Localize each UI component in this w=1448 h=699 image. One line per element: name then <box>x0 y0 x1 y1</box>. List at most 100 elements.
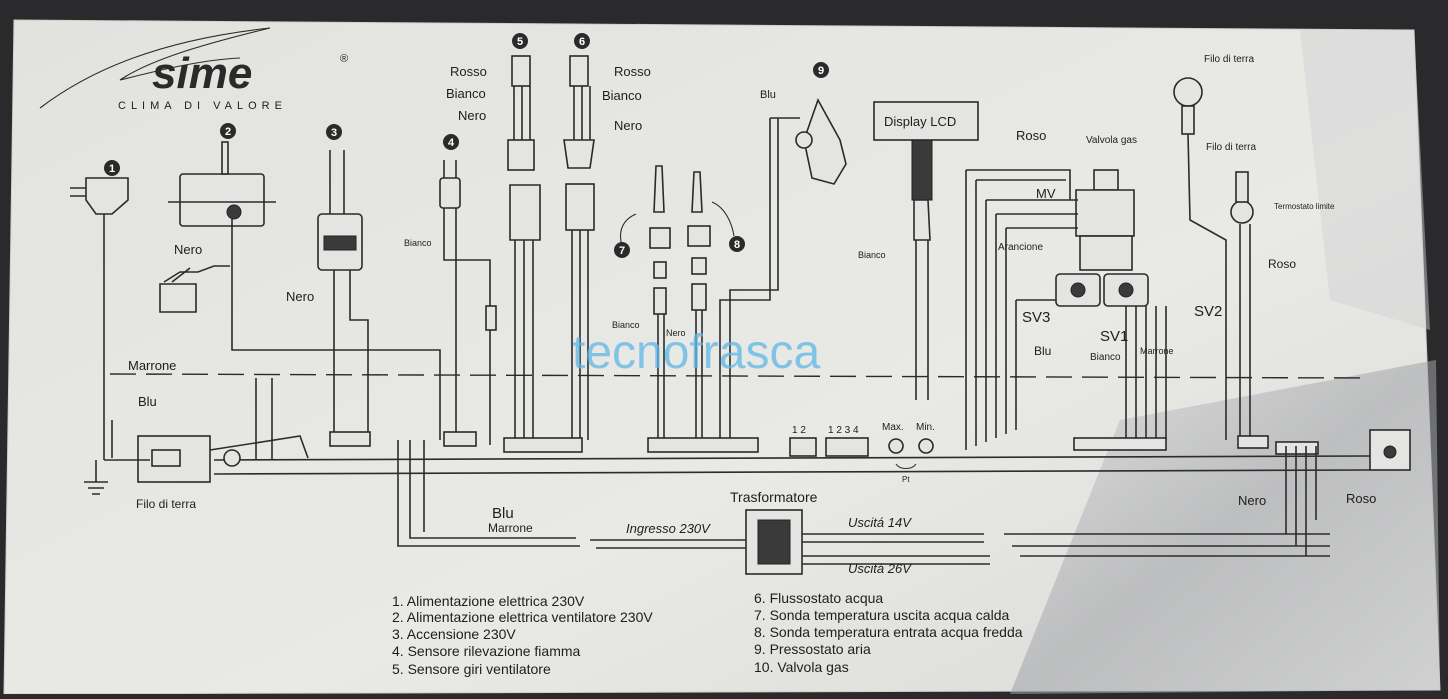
label-blu-1: Blu <box>138 394 157 409</box>
label-rosso-5: Rosso <box>450 64 487 79</box>
cold-water-probe <box>687 171 735 440</box>
label-nero-3: Nero <box>286 289 314 304</box>
label-valvola-gas: Valvola gas <box>1086 135 1137 146</box>
label-filo-terra-mid: Filo di terra <box>1206 142 1256 153</box>
label-blu-bottom: Blu <box>492 505 514 522</box>
label-sv3: SV3 <box>1022 309 1050 326</box>
label-sv1: SV1 <box>1100 328 1128 345</box>
svg-text:5: 5 <box>517 36 523 48</box>
label-bianco-gas: Bianco <box>1090 352 1121 363</box>
label-bianco-6: Bianco <box>602 88 642 103</box>
svg-text:8: 8 <box>734 239 740 251</box>
label-nero-8: Nero <box>666 328 686 338</box>
legend-item-10: 10. Valvola gas <box>754 659 849 675</box>
svg-text:1: 1 <box>109 163 115 175</box>
transformer <box>590 509 1330 575</box>
label-bianco-4: Bianco <box>404 238 432 248</box>
air-pressure-switch <box>719 98 847 440</box>
label-nero-2: Nero <box>174 242 202 257</box>
power-supply-plug <box>70 177 129 460</box>
label-trasformatore: Trasformatore <box>730 489 818 505</box>
fan-motor <box>159 141 441 440</box>
logo-swoosh <box>39 27 271 109</box>
bottom-power-wires <box>397 440 1317 556</box>
label-bianco-5: Bianco <box>446 86 486 101</box>
display-label: Display LCD <box>884 114 956 129</box>
legend-item-1: 1. Alimentazione elettrica 230V <box>392 593 585 609</box>
legend-item-6: 6. Flussostato acqua <box>754 590 883 606</box>
flame-sensor <box>439 160 497 445</box>
brand-tagline: CLIMA DI VALORE <box>118 100 287 112</box>
hot-water-probe <box>619 165 671 440</box>
label-filo-terra-top: Filo di terra <box>1204 54 1254 65</box>
fan-speed-sensor <box>507 55 541 440</box>
foil-reflection-top <box>1300 30 1430 330</box>
brand-name: sime <box>152 49 252 98</box>
label-blu-gas: Blu <box>1034 344 1051 358</box>
label-uscita-26: Uscitá 26V <box>848 561 912 576</box>
label-nero-bottom-right: Nero <box>1238 493 1266 508</box>
legend-left: 1. Alimentazione elettrica 230V 2. Alime… <box>392 593 653 677</box>
legend-item-9: 9. Pressostato aria <box>754 641 871 657</box>
label-sv2: SV2 <box>1194 303 1222 320</box>
label-roso-bottom-right: Roso <box>1346 491 1376 506</box>
label-max: Max. <box>882 422 904 433</box>
badge-8: 8 <box>729 236 745 252</box>
label-filo-terra-bottom: Filo di terra <box>136 497 196 511</box>
igniter <box>317 150 369 440</box>
badge-6: 6 <box>574 33 590 49</box>
label-ingresso: Ingresso 230V <box>626 521 711 536</box>
label-marrone-gas: Marrone <box>1140 346 1174 356</box>
badge-4: 4 <box>443 134 459 150</box>
svg-text:6: 6 <box>579 36 585 48</box>
label-marrone-1: Marrone <box>128 358 176 373</box>
lcd-display: Display LCD <box>873 101 979 400</box>
label-marrone-bottom: Marrone <box>488 521 533 535</box>
label-uscita-14: Uscitá 14V <box>848 515 912 530</box>
limit-thermostat <box>1230 171 1254 440</box>
badge-5: 5 <box>512 33 528 49</box>
label-pins-1234: 1 2 3 4 <box>828 425 859 436</box>
label-nero-5: Nero <box>458 108 486 123</box>
label-pt: Pt <box>902 475 910 484</box>
legend-right: 6. Flussostato acqua 7. Sonda temperatur… <box>754 590 1023 675</box>
sime-logo: sime ® CLIMA DI VALORE <box>39 27 348 112</box>
control-board <box>109 373 1411 475</box>
badge-7: 7 <box>614 242 630 258</box>
legend-item-8: 8. Sonda temperatura entrata acqua fredd… <box>754 624 1023 640</box>
watermark: tecnofrasca <box>572 326 820 379</box>
label-roso-gas: Roso <box>1016 128 1046 143</box>
label-bianco-7: Bianco <box>612 320 640 330</box>
label-blu-9: Blu <box>760 89 776 101</box>
mains-terminal <box>84 420 309 495</box>
water-flow-switch <box>563 55 595 440</box>
svg-text:7: 7 <box>619 245 625 257</box>
label-roso-right: Roso <box>1268 257 1296 271</box>
badge-9: 9 <box>813 62 829 78</box>
legend-item-7: 7. Sonda temperatura uscita acqua calda <box>754 607 1009 623</box>
registered-mark: ® <box>340 53 348 65</box>
svg-text:4: 4 <box>448 137 455 149</box>
earth-connector-top <box>1173 77 1227 440</box>
label-bianco-display: Bianco <box>858 250 886 260</box>
svg-text:2: 2 <box>225 126 231 138</box>
legend-item-3: 3. Accensione 230V <box>392 626 516 642</box>
label-rosso-6: Rosso <box>614 64 651 79</box>
label-min: Min. <box>916 422 935 433</box>
label-pins-12: 1 2 <box>792 425 806 436</box>
badge-2: 2 <box>220 123 236 139</box>
label-mv: MV <box>1036 186 1056 201</box>
legend-item-5: 5. Sensore giri ventilatore <box>392 661 551 677</box>
legend-item-4: 4. Sensore rilevazione fiamma <box>392 643 581 659</box>
svg-text:3: 3 <box>331 127 337 139</box>
legend-item-2: 2. Alimentazione elettrica ventilatore 2… <box>392 609 653 625</box>
label-termostato: Termostato limite <box>1274 202 1335 211</box>
badge-3: 3 <box>326 124 342 140</box>
gas-valve <box>965 169 1167 450</box>
label-nero-6: Nero <box>614 118 642 133</box>
wire-labels: Rosso Bianco Nero Rosso Bianco Nero Blu … <box>128 54 1376 576</box>
label-arancione: Arancione <box>998 242 1043 253</box>
badge-1: 1 <box>104 160 120 176</box>
